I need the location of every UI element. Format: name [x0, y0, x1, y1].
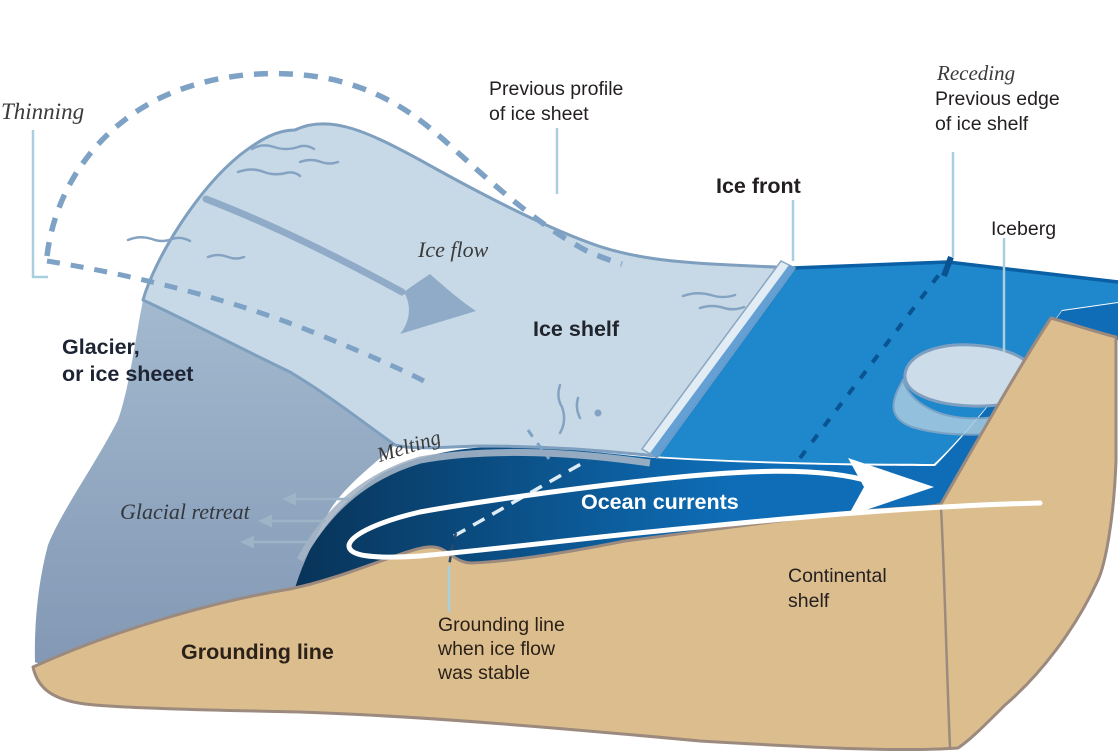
- leader-lines: [31, 128, 1006, 612]
- ice-flow-arrow-shaft: [202, 195, 406, 296]
- continental-shelf-seabed: [31, 316, 1118, 752]
- ice-surface-dot: [594, 409, 602, 417]
- stable-grounding-line-seabed-dashes: [447, 532, 458, 569]
- ocean-current-line: [346, 468, 1043, 560]
- previous-profile-dashed-arc: [44, 70, 623, 267]
- glacier-front-face: [34, 300, 401, 664]
- ice-sheet-surface: [141, 122, 795, 458]
- glacial-retreat-arrows: [240, 492, 350, 549]
- continental-shelf-label: Continental shelf: [788, 565, 887, 612]
- receding-label: Receding: [937, 61, 1016, 85]
- previous-shelf-edge-tick: [941, 255, 954, 278]
- ice-flow-label: Ice flow: [418, 237, 489, 262]
- ice-front-cliff-stripe: [650, 265, 795, 458]
- grounding-line-label: Grounding line: [181, 640, 334, 664]
- ocean-surface: [652, 262, 1118, 464]
- ocean-current-arrowhead: [848, 458, 934, 516]
- glacial-retreat-label: Glacial retreat: [120, 499, 250, 524]
- glacier-label: Glacier, or ice sheeet: [62, 335, 194, 386]
- previous-edge-label: Previous edge of ice shelf: [935, 88, 1060, 135]
- previous-profile-dashed-tail: [526, 429, 551, 460]
- ocean-currents-label: Ocean currents: [581, 490, 739, 514]
- previous-profile-dashed-on-ice: [46, 258, 435, 389]
- previous-profile-label: Previous profile of ice sheet: [489, 78, 624, 125]
- ice-flow-arrowhead: [400, 274, 476, 334]
- ice-front-label: Ice front: [716, 174, 801, 198]
- ice-shelf-underside-edge: [296, 448, 651, 562]
- ice-shelf-label: Ice shelf: [533, 317, 620, 341]
- iceberg-label: Iceberg: [991, 218, 1057, 240]
- thinning-label: Thinning: [1, 99, 85, 124]
- thinning-leader: [31, 130, 48, 279]
- grounding-line-stable-label: Grounding line when ice flow was stable: [438, 614, 565, 684]
- seabed-fold-line: [939, 507, 952, 749]
- crevasse-marks: [126, 144, 746, 435]
